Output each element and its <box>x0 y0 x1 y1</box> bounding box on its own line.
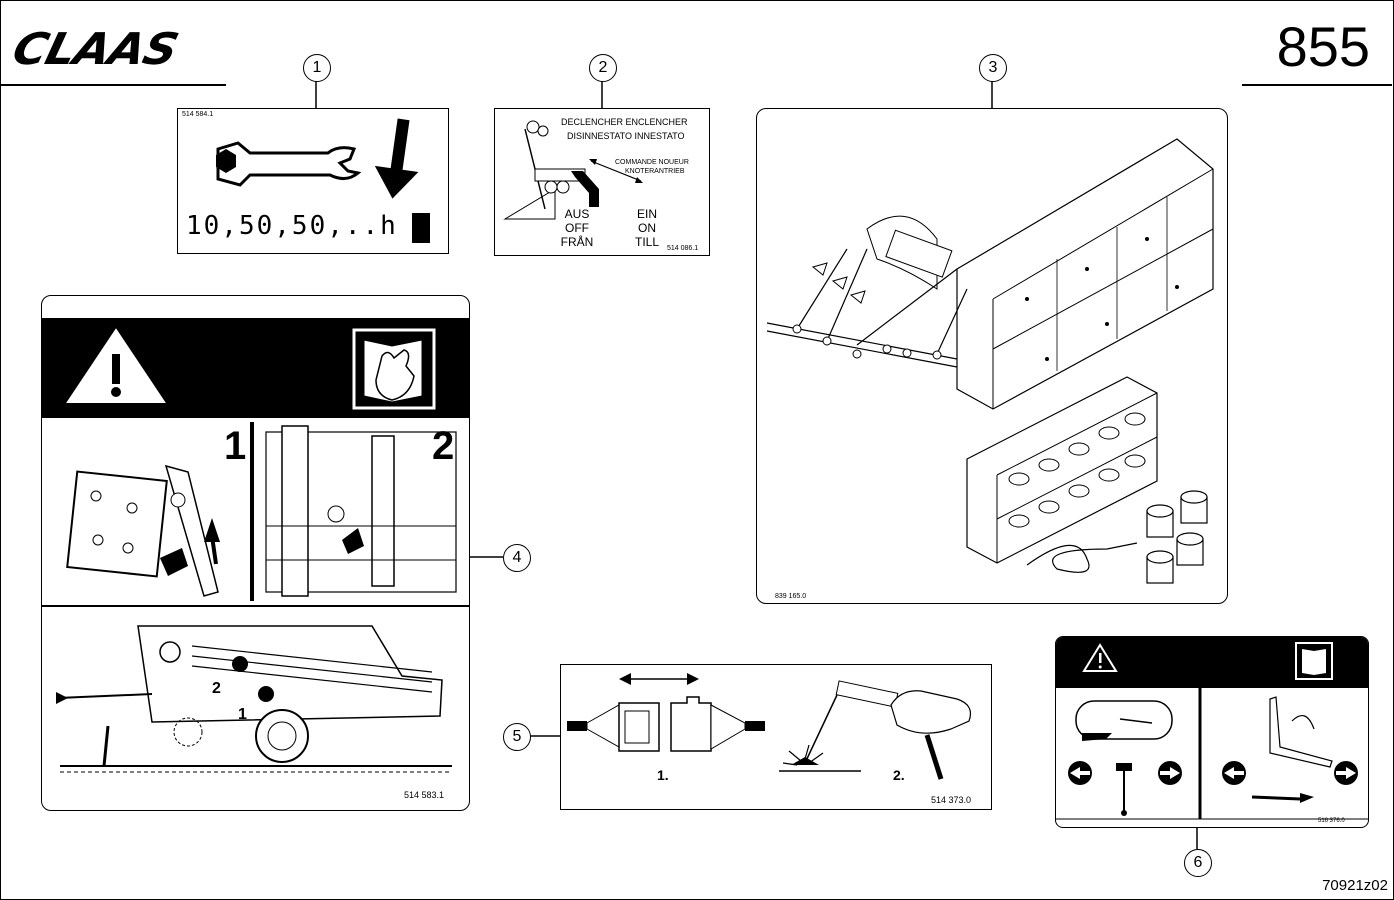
step-1-label: 1 <box>224 424 247 468</box>
knotter-assembly-drawing <box>766 138 1214 584</box>
callout-1: 1 <box>303 54 331 82</box>
on-labels: EIN ON TILL <box>627 207 667 249</box>
panel-5-connector-decal: 1. 2. 514 373.0 <box>560 664 992 810</box>
marker-2-label: 2 <box>212 680 221 697</box>
panel-5-step-1-label: 1. <box>657 767 669 783</box>
panel-3-knotter-assembly: 839 165.0 <box>756 108 1228 604</box>
off-label-de: AUS <box>564 207 590 221</box>
on-label-de: EIN <box>636 207 657 221</box>
panel-2-knotter-decal: DECLENCHER ENCLENCHER DISINNESTATO INNES… <box>494 108 710 256</box>
panel-4-part-number: 514 583.1 <box>404 790 445 800</box>
wrench-icon <box>216 118 419 199</box>
knotter-drive-label-de: KNOTERANTRIEB <box>625 168 685 175</box>
panel-6-safety-decal: 516 376.0 <box>1055 636 1369 828</box>
page-number: 855 <box>1276 15 1370 78</box>
knotter-lever-drawing <box>503 120 643 220</box>
panel-4-safety-decal: 1 2 2 1 514 583.1 <box>41 295 470 811</box>
safety-decal-graphics <box>42 328 469 773</box>
connector-welding-drawing <box>567 673 972 780</box>
header-rule-right <box>1242 84 1392 86</box>
on-label-sv: TILL <box>634 235 659 249</box>
panel-5-part-number: 514 373.0 <box>931 795 972 805</box>
knotter-label-italian: DISINNESTATO INNESTATO <box>567 131 685 141</box>
off-labels: AUS OFF FRÅN <box>557 207 597 249</box>
panel-3-part-number: 839 165.0 <box>775 593 807 600</box>
callout-6: 6 <box>1184 849 1212 877</box>
callout-3: 3 <box>979 54 1007 82</box>
step-2-label: 2 <box>432 424 455 468</box>
knotter-drive-label-fr: COMMANDE NOUEUR <box>615 159 689 166</box>
interval-marker-block <box>412 213 430 243</box>
off-label-en: OFF <box>565 221 589 235</box>
marker-1-label: 1 <box>238 706 247 723</box>
off-label-sv: FRÅN <box>560 235 594 249</box>
panel-6-part-number: 516 376.0 <box>1318 818 1345 824</box>
on-label-en: ON <box>638 221 656 235</box>
callout-5: 5 <box>503 723 531 751</box>
panel-1-part-number: 514 584.1 <box>182 111 214 118</box>
callout-2: 2 <box>589 54 617 82</box>
drawing-reference-number: 70921z02 <box>1322 877 1388 894</box>
service-interval-text: 10,50,50,..h <box>186 211 398 241</box>
panel-5-step-2-label: 2. <box>893 767 905 783</box>
panel-1-interval-decal: 514 584.1 10,50,50,..h <box>177 108 449 254</box>
callout-4: 4 <box>503 544 531 572</box>
header-rule-left <box>0 84 226 86</box>
panel-2-part-number: 514 086.1 <box>667 245 699 252</box>
knotter-label-french: DECLENCHER ENCLENCHER <box>561 117 688 127</box>
panel-6-graphics <box>1056 642 1368 820</box>
